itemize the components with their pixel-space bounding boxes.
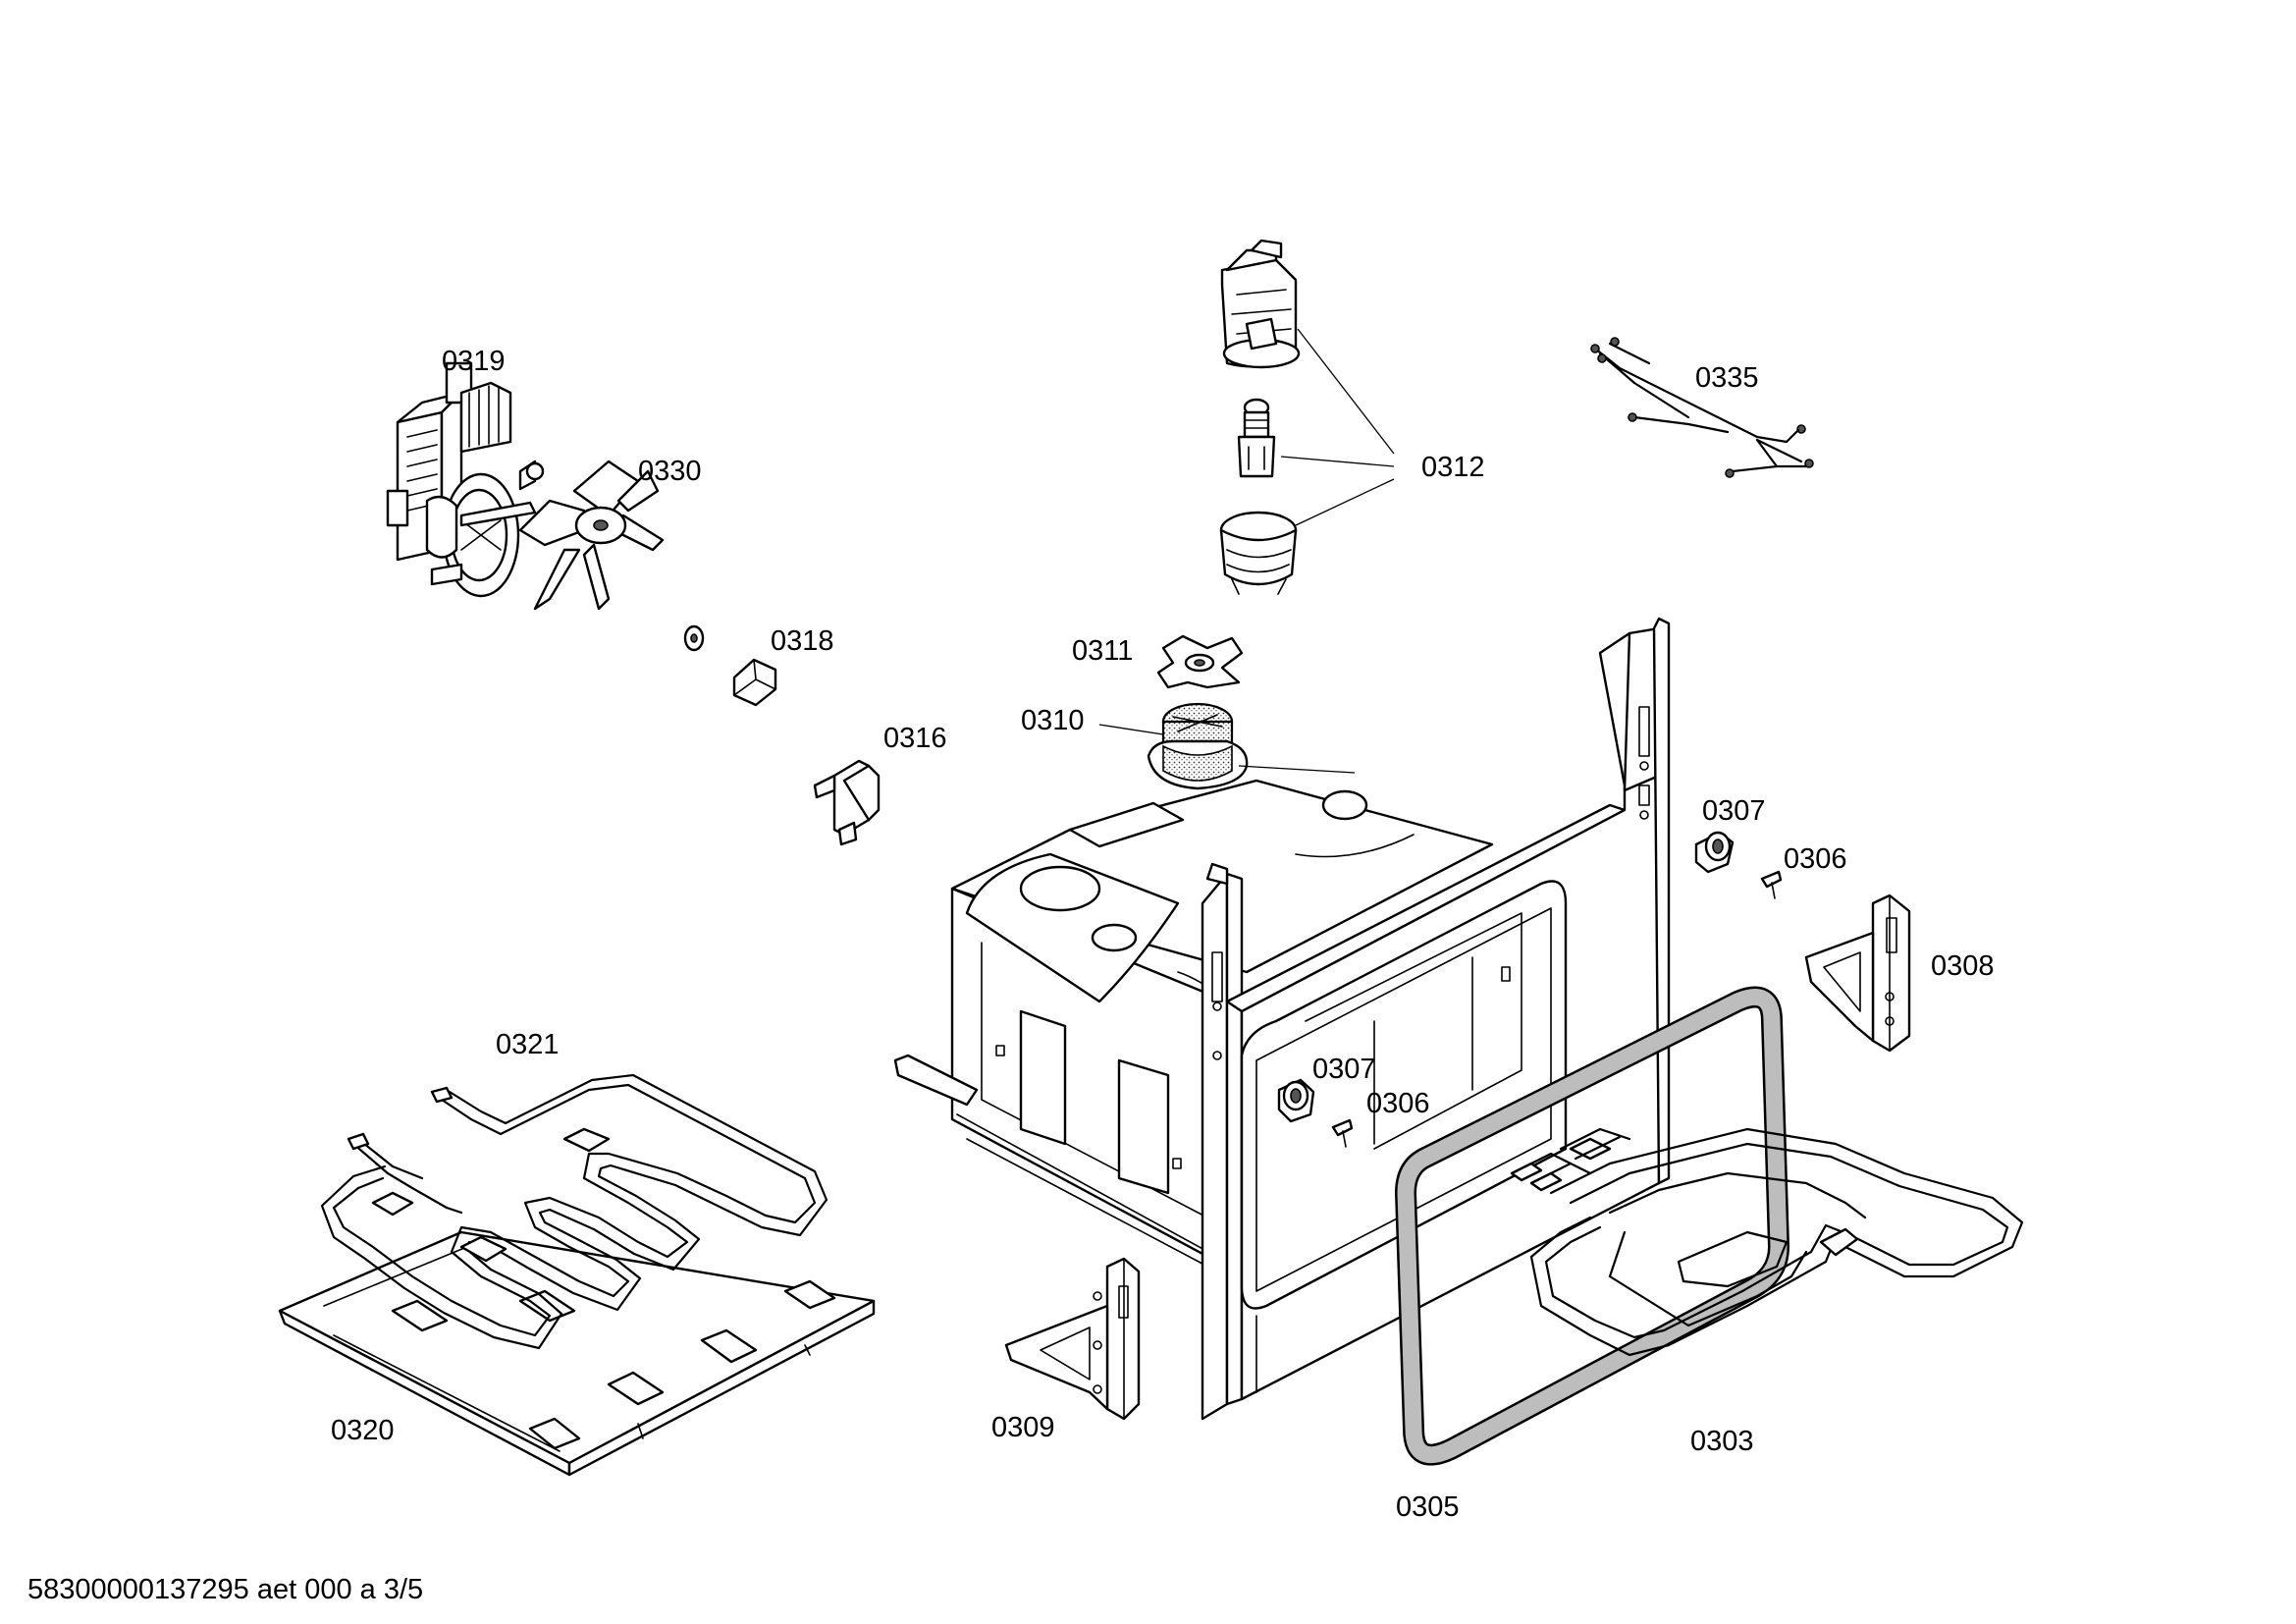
side-bracket-0308 (1804, 893, 1911, 1053)
label-0310: 0310 (1021, 705, 1085, 736)
label-0319: 0319 (442, 346, 506, 377)
label-0307-upper: 0307 (1702, 795, 1766, 827)
duct-0310 (1098, 702, 1356, 790)
label-0316: 0316 (883, 723, 947, 754)
nut-washer-0318 (683, 624, 777, 707)
heater-0303 (1510, 1127, 2024, 1357)
switch-0316 (813, 759, 881, 846)
bush-0307-lower (1277, 1078, 1315, 1123)
lamp-assembly-0312 (1219, 239, 1395, 595)
screw-0306-upper (1760, 870, 1783, 899)
label-0312: 0312 (1421, 452, 1485, 483)
bottom-heater-0321 (320, 1073, 828, 1350)
wiring-harness-0335 (1590, 337, 1814, 478)
oven-cavity (893, 617, 1671, 1421)
label-0308: 0308 (1931, 950, 1995, 982)
bracket-0311 (1156, 634, 1244, 689)
label-0303: 0303 (1690, 1426, 1754, 1457)
label-0321: 0321 (496, 1029, 560, 1060)
label-0318: 0318 (771, 625, 834, 657)
fan-motor-0319 (386, 361, 545, 598)
label-0307-lower: 0307 (1312, 1054, 1376, 1085)
door-seal-0305 (1395, 986, 1789, 1466)
bush-0307-upper (1694, 831, 1735, 874)
label-0305: 0305 (1396, 1491, 1460, 1523)
callout-labels: 0319 0330 0318 0316 0312 0335 0311 0310 … (331, 346, 1995, 1523)
screw-0306-lower (1331, 1118, 1354, 1148)
bottom-panel-0320 (278, 1230, 876, 1477)
fan-blade-0330 (518, 460, 665, 611)
label-0311: 0311 (1072, 635, 1133, 667)
side-bracket-0309 (1004, 1257, 1141, 1421)
label-0320: 0320 (331, 1415, 395, 1446)
document-footer: 58300000137295 aet 000 a 3/5 (27, 1574, 423, 1605)
label-0330: 0330 (638, 456, 702, 487)
label-0306-upper: 0306 (1784, 843, 1847, 875)
label-0309: 0309 (991, 1412, 1055, 1443)
label-0335: 0335 (1695, 362, 1759, 394)
label-0306-lower: 0306 (1366, 1088, 1430, 1119)
